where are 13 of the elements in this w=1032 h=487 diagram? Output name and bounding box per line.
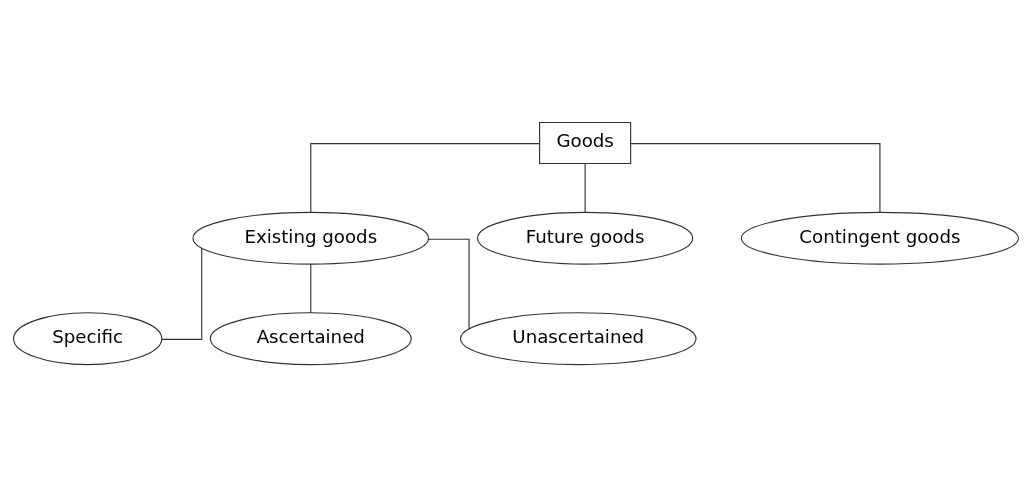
connector: [427, 238, 470, 330]
connector: [584, 163, 586, 213]
node-ellipse: Ascertained: [209, 312, 412, 366]
node-ellipse: Future goods: [476, 211, 694, 265]
node-ellipse: Contingent goods: [740, 211, 1020, 265]
connector: [630, 143, 881, 213]
connector: [310, 143, 541, 213]
node-ellipse: Existing goods: [192, 211, 430, 265]
node-box: Goods: [539, 122, 632, 165]
connector: [161, 247, 203, 340]
connector: [310, 263, 312, 314]
node-ellipse: Unascertained: [459, 312, 697, 366]
node-ellipse: Specific: [13, 312, 163, 366]
